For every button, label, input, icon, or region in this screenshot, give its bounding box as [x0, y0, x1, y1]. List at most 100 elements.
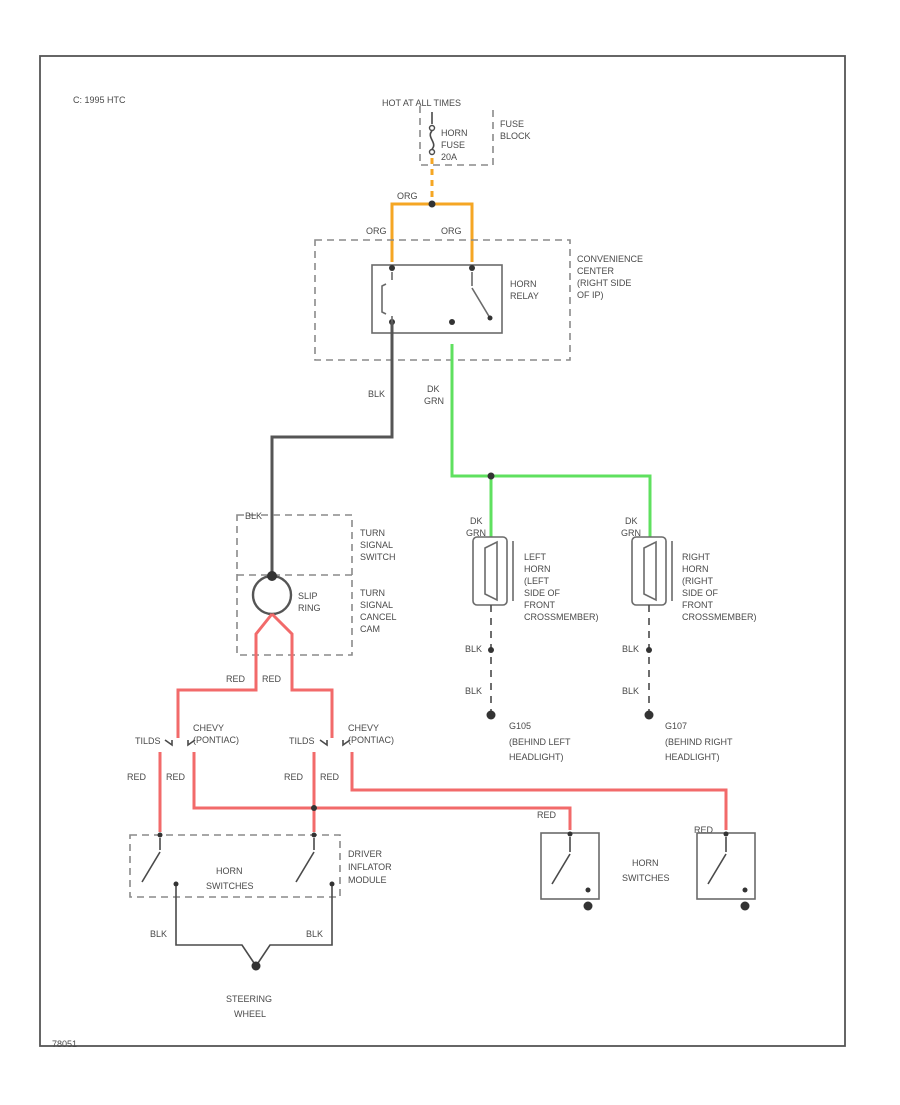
right-ground-icon: [644, 710, 654, 720]
fuse-block-outline: [419, 106, 494, 166]
left-horn-switch-icon: [141, 851, 161, 883]
turn-label-3: SWITCH: [360, 552, 396, 562]
horn-switch-2-icon: [707, 853, 727, 885]
chevy-left-1: CHEVY: [193, 723, 224, 733]
right-horn-switches: HORN SWITCHES: [540, 831, 756, 911]
relay-terminal-2: [469, 265, 475, 271]
right-switch-terminal-top: [311, 832, 317, 838]
org-wire-right: [432, 202, 474, 262]
red-a-label: RED: [226, 674, 246, 684]
lhorn-label-3: (LEFT: [524, 576, 550, 586]
lblk-label-1: BLK: [465, 644, 482, 654]
rhorn-label-5: FRONT: [682, 600, 713, 610]
relay-contact-arm-icon: [471, 287, 491, 319]
relay-contact-point: [487, 315, 493, 321]
red-f-label: RED: [320, 772, 340, 782]
left-switch-terminal-bottom: [173, 881, 179, 887]
hsw-right-label-2: SWITCHES: [622, 873, 670, 883]
rblk-label-2: BLK: [622, 686, 639, 696]
fuse-block: HOT AT ALL TIMES HORN FUSE 20A FUSE BLOC…: [382, 98, 531, 166]
lhorn-grn-label: GRN: [466, 528, 486, 538]
dkgrn-label-1: DK: [427, 384, 440, 394]
driver-right-horn-switch-icon: [295, 851, 315, 883]
red-wire-to-right-switch-a: [192, 752, 572, 830]
fuse-fuse-label: FUSE: [441, 140, 465, 150]
lblk-label-2: BLK: [465, 686, 482, 696]
lhorn-label-6: CROSSMEMBER): [524, 612, 599, 622]
relay-label-1: HORN: [510, 279, 537, 289]
rblk-label-1: BLK: [622, 644, 639, 654]
dkgrn-splice: [487, 472, 495, 480]
fuse-amp-label: 20A: [441, 152, 457, 162]
right-horn-connector: [646, 647, 652, 653]
hsw-right-label-1: HORN: [632, 858, 659, 868]
red-wire-left-branch: [176, 613, 274, 738]
left-horn-icon: [484, 540, 498, 602]
driver-module-outline: [129, 834, 341, 898]
cancel-label-1: TURN: [360, 588, 385, 598]
driver-label-1: DRIVER: [348, 849, 383, 859]
rhorn-label-2: HORN: [682, 564, 709, 574]
gl-label-2: (BEHIND LEFT: [509, 737, 571, 747]
dkgrn-label-2: GRN: [424, 396, 444, 406]
driver-label-3: MODULE: [348, 875, 387, 885]
driver-inflator-module: HORN SWITCHES DRIVER INFLATOR MODULE BLK…: [129, 832, 392, 1019]
right-horn-body: [631, 536, 667, 606]
rhorn-label-3: (RIGHT: [682, 576, 713, 586]
left-connector-a-icon: [164, 739, 173, 747]
conv-label-1: CONVENIENCE: [577, 254, 643, 264]
red-g-label: RED: [537, 810, 557, 820]
red-b-label: RED: [262, 674, 282, 684]
horn-switch-2-terminal: [742, 887, 748, 893]
org-left-label: ORG: [366, 226, 387, 236]
horn-relay: HORN RELAY: [371, 264, 539, 334]
cancel-label-4: CAM: [360, 624, 380, 634]
cancel-label-3: CANCEL: [360, 612, 397, 622]
horn-switch-2-ground-icon: [740, 901, 750, 911]
steering-label-1: STEERING: [226, 994, 272, 1004]
red-c-label: RED: [127, 772, 147, 782]
gr-label-1: G107: [665, 721, 687, 731]
horn-relay-box: [371, 264, 503, 334]
fuse-horn-label: HORN: [441, 128, 468, 138]
gr-label-3: HEADLIGHT): [665, 752, 720, 762]
turn-blk-label: BLK: [245, 511, 262, 521]
fuse-terminal-bottom: [428, 148, 436, 156]
header-text: C: 1995 HTC: [73, 95, 126, 105]
horn-switch-1-terminal: [585, 887, 591, 893]
horn-switch-2-top: [723, 831, 729, 837]
turn-signal-switch: BLK TURN SIGNAL SWITCH SLIP RING TURN SI…: [236, 511, 397, 656]
lhorn-dk-label: DK: [470, 516, 483, 526]
chevy-left-2: (PONTIAC): [193, 735, 239, 745]
driver-label-2: INFLATOR: [348, 862, 392, 872]
relay-terminal-4: [449, 319, 455, 325]
lhorn-label-1: LEFT: [524, 552, 547, 562]
conv-label-3: (RIGHT SIDE: [577, 278, 631, 288]
turn-label-1: TURN: [360, 528, 385, 538]
slip-label-1: SLIP: [298, 591, 318, 601]
red-h-label: RED: [694, 825, 714, 835]
left-horn-body: [472, 536, 508, 606]
blk-wire-path: [270, 322, 394, 572]
steering-label-2: WHEEL: [234, 1009, 266, 1019]
slip-ring-contact: [267, 571, 277, 581]
org-right-label: ORG: [441, 226, 462, 236]
relay-label-2: RELAY: [510, 291, 539, 301]
diagram-frame: [39, 55, 846, 1047]
right-connector-a-icon: [319, 739, 328, 747]
lhorn-label-2: HORN: [524, 564, 551, 574]
relay-coil-icon: [381, 283, 387, 315]
turn-signal-outline: [236, 514, 353, 656]
dkgrn-wire-main: [450, 344, 652, 537]
rhorn-grn-label: GRN: [621, 528, 641, 538]
conv-label-2: CENTER: [577, 266, 615, 276]
red-wire-right-branch: [270, 612, 334, 738]
fuse-element-icon: [429, 130, 435, 150]
left-horn-connector: [488, 647, 494, 653]
red-wire-to-right-switch-b: [350, 752, 728, 830]
steering-wheel-ground-icon: [251, 961, 261, 971]
slip-ring-icon: [251, 574, 293, 616]
convenience-center-outline: [314, 239, 571, 361]
